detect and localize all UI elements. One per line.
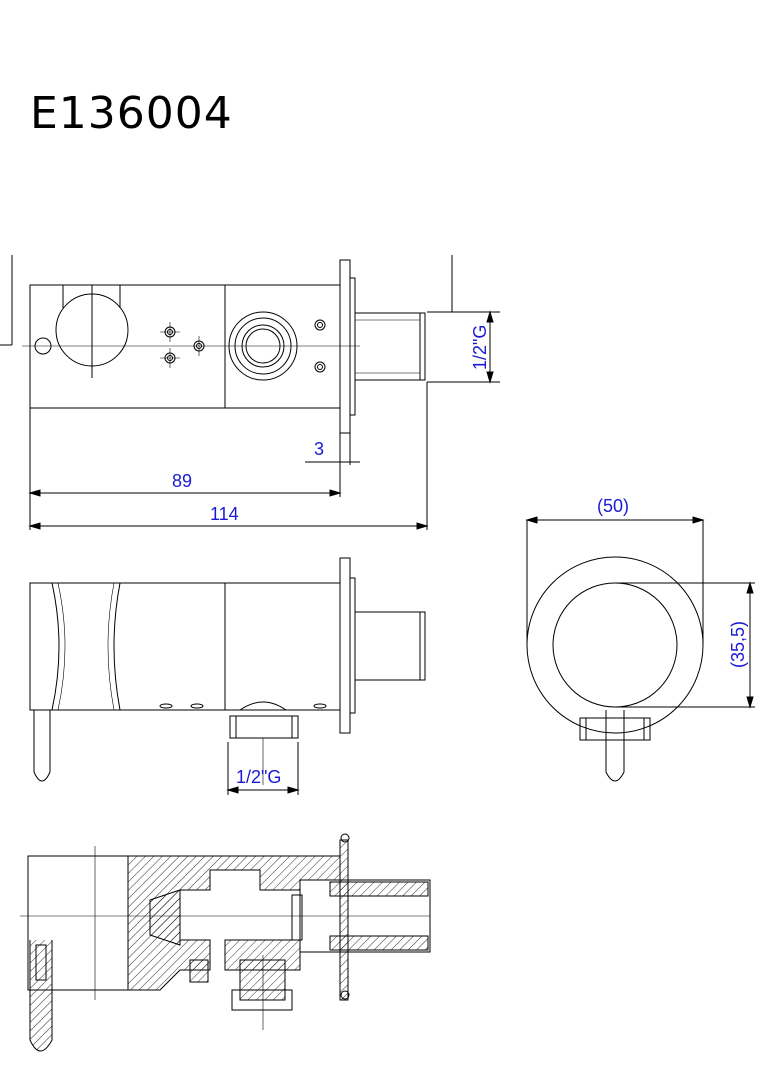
front-view <box>525 516 755 782</box>
dimension-thread-bottom: 1/2"G <box>236 767 281 787</box>
drawing-title: E136004 <box>30 88 233 139</box>
dimension-35-5: (35,5) <box>728 621 748 668</box>
dimension-114: 114 <box>210 504 239 524</box>
dimension-3: 3 <box>314 439 324 459</box>
side-view <box>29 557 426 795</box>
top-view <box>0 255 500 434</box>
dimension-89: 89 <box>172 471 192 491</box>
dimension-50: (50) <box>597 496 629 516</box>
section-view <box>20 833 431 1052</box>
dimension-thread-side: 1/2"G <box>470 325 490 370</box>
top-view-dimension-lines <box>28 310 494 530</box>
